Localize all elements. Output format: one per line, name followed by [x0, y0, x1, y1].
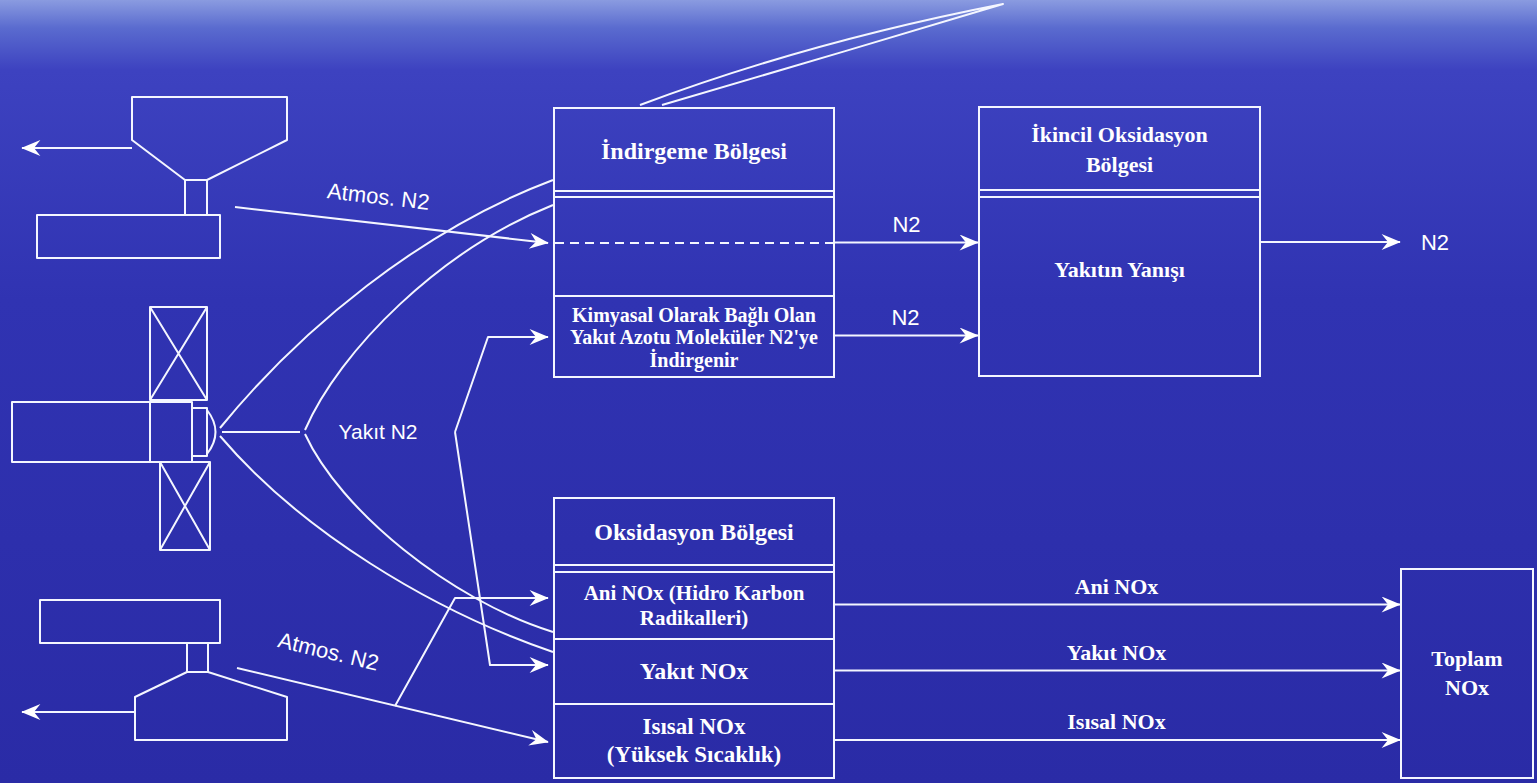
burner-body-line	[149, 402, 151, 462]
inlet-label: Atmos. N2	[325, 178, 430, 216]
edge-label-text: Isısal NOx	[1067, 709, 1165, 735]
flow-label: Yakıt N2	[339, 420, 418, 444]
atmos-arrow-top	[235, 207, 548, 243]
flow-arrow	[833, 670, 1400, 672]
box-heading: İndirgeme Bölgesi	[601, 137, 787, 166]
edge-label: Yakıt NOx	[1067, 640, 1167, 666]
air-hopper-bottom	[135, 672, 287, 740]
inlet-label: Yakıt N2	[339, 420, 418, 444]
box-heading: İkincil Oksidasyon Bölgesi	[1015, 120, 1225, 179]
atmos-arrow-bottom	[237, 668, 548, 742]
text-band: İkincil Oksidasyon Bölgesi	[980, 108, 1259, 192]
flow-label: Atmos. N2	[325, 178, 430, 216]
burner-axis	[222, 431, 300, 433]
oxidation-zone-box: Oksidasyon BölgesiAni NOx (Hidro Karbon …	[553, 497, 835, 779]
edge-label-text: Yakıt NOx	[1067, 640, 1167, 666]
inlet-label: Atmos. N2	[275, 627, 381, 676]
nox-row: Isısal NOx (Yüksek Sıcaklık)	[555, 703, 833, 777]
flow-arrow	[833, 739, 1400, 741]
swirl-vane-cross-top	[150, 307, 207, 400]
flame-inner-upper	[305, 205, 553, 430]
box-heading: Isısal NOx (Yüksek Sıcaklık)	[603, 713, 785, 768]
box-heading: Kimyasal Olarak Bağlı Olan Yakıt Azotu M…	[560, 304, 828, 371]
swirl-vane-top	[150, 307, 207, 400]
nox-row: Yakıt NOx	[555, 638, 833, 703]
burner-body	[12, 402, 192, 462]
box-heading: Yakıt NOx	[640, 657, 749, 686]
edge-label-text: Ani NOx	[1075, 574, 1159, 600]
atmos-branch-arrow	[395, 598, 548, 706]
flow-arrow	[833, 335, 978, 337]
nox-row: Ani NOx (Hidro Karbon Radikalleri)	[555, 571, 833, 638]
burner-tip	[207, 410, 216, 454]
text-band: İndirgeme Bölgesi	[555, 109, 833, 193]
connectors	[833, 243, 1400, 741]
edge-label-text: N2	[892, 212, 920, 238]
edge-label: Ani NOx	[1075, 574, 1159, 600]
outlet-arrow	[1261, 241, 1400, 243]
air-hopper-top	[132, 97, 287, 180]
text-band: Yakıtın Yanışı	[980, 228, 1259, 312]
flow-label: Atmos. N2	[275, 627, 381, 676]
text-band: Isısal NOx (Yüksek Sıcaklık)	[555, 705, 833, 777]
fuel-n2-arrow-up	[455, 337, 548, 432]
zone-separator	[978, 190, 1261, 197]
zone-separator	[553, 191, 835, 197]
edge-label: Isısal NOx	[1067, 709, 1165, 735]
air-neck-bottom	[187, 643, 208, 672]
swirl-vane-cross-bottom	[160, 462, 210, 550]
secondary-oxidation-box: İkincil Oksidasyon BölgesiYakıtın Yanışı	[978, 106, 1261, 377]
flow-arrow	[833, 604, 1400, 606]
box-body: Yakıtın Yanışı	[1054, 257, 1185, 283]
flame-outer-lower	[220, 436, 553, 652]
flow-arrow	[835, 242, 978, 244]
zone-dashed-line	[555, 242, 833, 244]
air-neck-top	[185, 180, 207, 215]
box-heading: Toplam NOx	[1417, 645, 1517, 702]
swirl-vane-bottom	[160, 462, 210, 550]
flame-outer-upper	[220, 180, 553, 428]
edge-label-text: N2	[891, 305, 919, 331]
reduction-detail-row: Kimyasal Olarak Bağlı Olan Yakıt Azotu M…	[555, 295, 833, 376]
air-inlet-arrow	[22, 147, 132, 149]
air-duct-top	[37, 215, 220, 258]
total-nox-box: Toplam NOx	[1400, 568, 1534, 779]
air-inlet-arrow-bottom	[22, 711, 135, 713]
edge-label: N2	[892, 212, 920, 238]
text-band: Yakıt NOx	[555, 640, 833, 703]
fuel-n2-arrow-down	[455, 432, 548, 665]
text-band: Kimyasal Olarak Bağlı Olan Yakıt Azotu M…	[555, 297, 833, 378]
box-heading: Oksidasyon Bölgesi	[594, 518, 793, 547]
flow-label: N2	[1421, 230, 1449, 256]
edge-label: N2	[891, 305, 919, 331]
reduction-zone-box: İndirgeme BölgesiKimyasal Olarak Bağlı O…	[553, 107, 835, 378]
outlet-label: N2	[1421, 230, 1449, 256]
text-band: Toplam NOx	[1402, 570, 1532, 777]
air-duct-bottom	[40, 600, 220, 643]
box-heading: Ani NOx (Hidro Karbon Radikalleri)	[560, 581, 828, 629]
text-band: Oksidasyon Bölgesi	[555, 499, 833, 565]
flame-inner-lower	[305, 434, 553, 632]
flame-plume	[640, 4, 1003, 105]
zone-separator	[553, 564, 835, 566]
text-band: Ani NOx (Hidro Karbon Radikalleri)	[555, 573, 833, 638]
burner-nozzle	[192, 408, 207, 456]
